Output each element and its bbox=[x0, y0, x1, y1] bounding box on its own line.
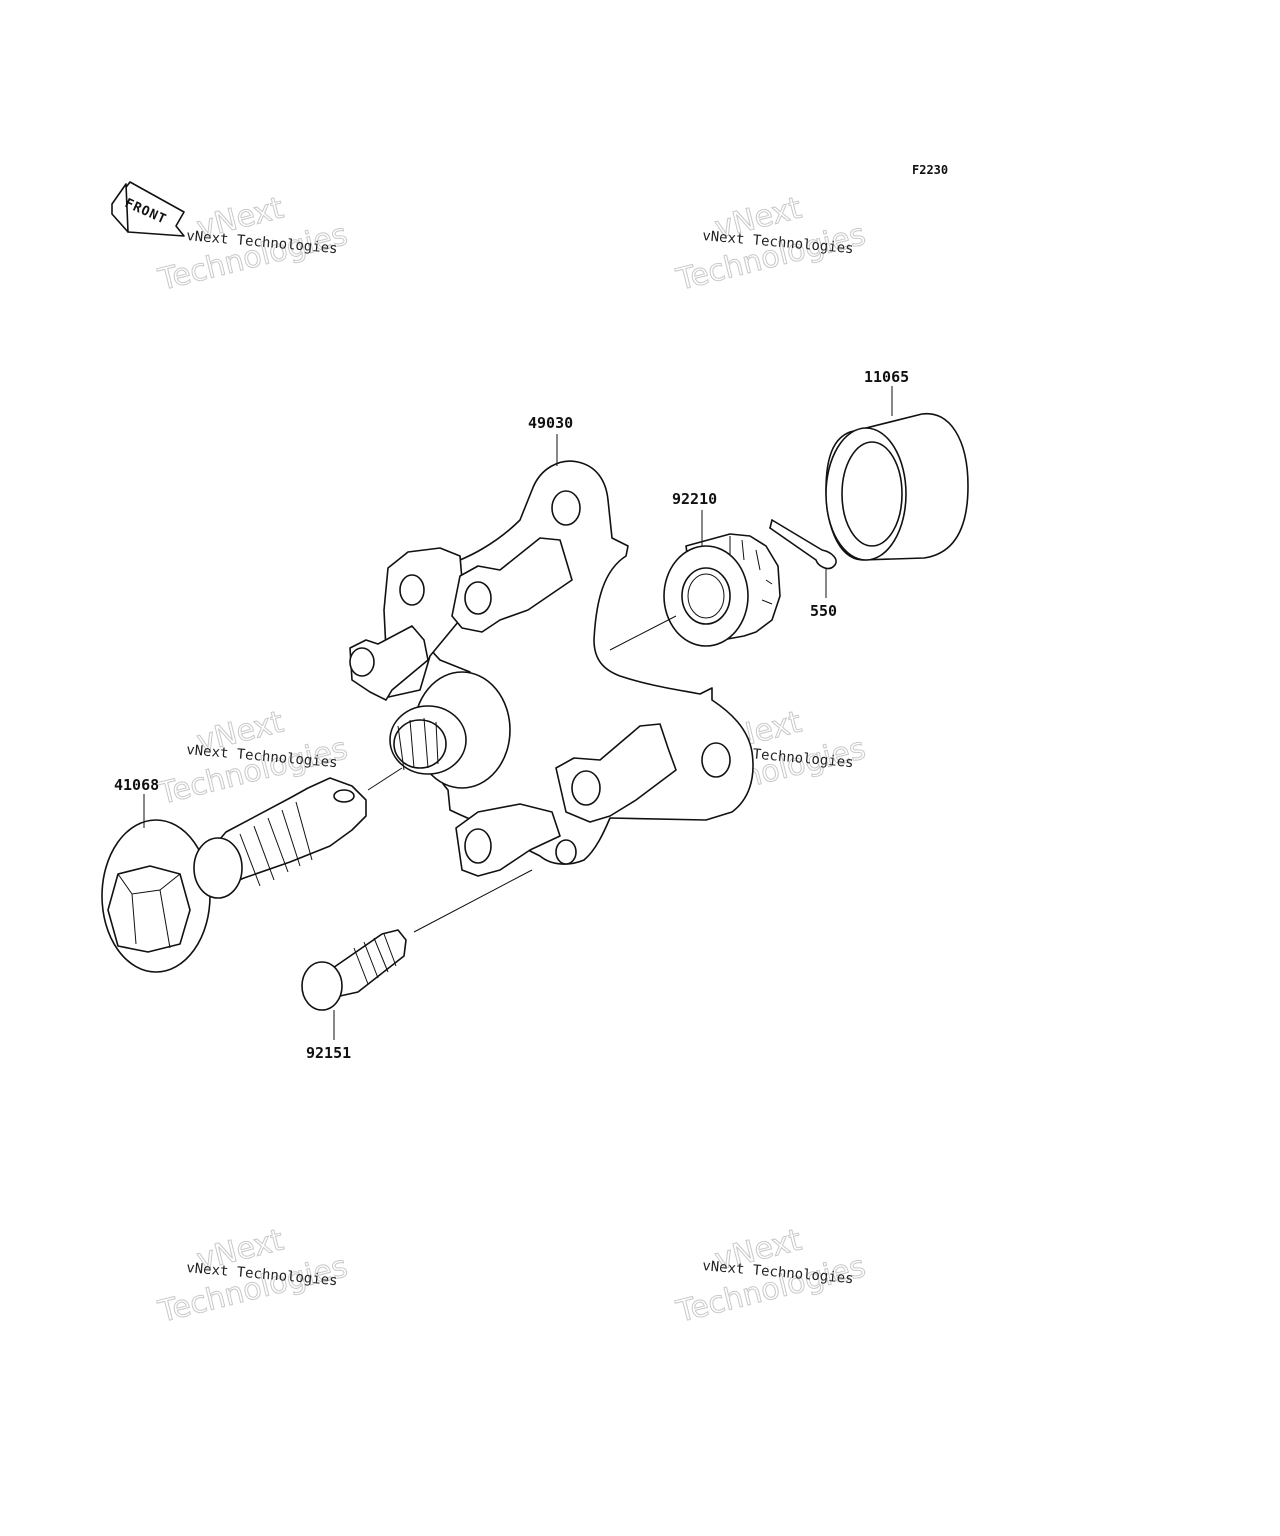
front-arrow-icon: FRONT bbox=[111, 181, 185, 237]
watermark-bottom-right: vNext Technologies vNext Technologies bbox=[672, 1222, 869, 1330]
part-92210-castle-nut bbox=[663, 533, 781, 647]
callout-leaders bbox=[143, 386, 893, 1040]
part-92151-stud bbox=[301, 929, 407, 1011]
callout-41068: 41068 bbox=[114, 776, 159, 794]
callout-49030: 49030 bbox=[528, 414, 573, 432]
part-550-cotter-pin bbox=[769, 519, 837, 570]
watermark-bottom-left: vNext Technologies vNext Technologies bbox=[154, 1222, 351, 1330]
diagram-code: F2230 bbox=[912, 163, 948, 177]
callout-550: 550 bbox=[810, 602, 837, 620]
watermark-top-left: vNext Technologies vNext Technologies bbox=[154, 190, 351, 298]
watermark-top-right: vNext Technologies vNext Technologies bbox=[672, 190, 869, 298]
part-49030-hub bbox=[349, 460, 754, 877]
callout-92210: 92210 bbox=[672, 490, 717, 508]
part-41068-axle bbox=[101, 777, 367, 973]
part-11065-bearing bbox=[825, 412, 969, 561]
callout-11065: 11065 bbox=[864, 368, 909, 386]
assembly-lines bbox=[367, 615, 677, 933]
callout-92151: 92151 bbox=[306, 1044, 351, 1062]
